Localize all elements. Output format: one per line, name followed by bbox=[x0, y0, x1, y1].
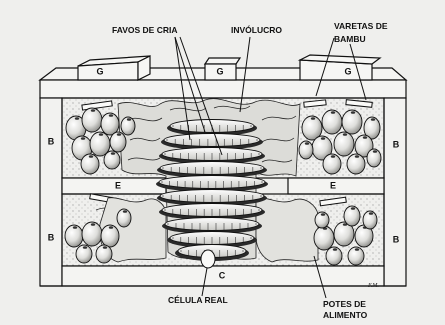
food-pot bbox=[81, 154, 99, 174]
letter-b-lower-right: B bbox=[393, 234, 400, 244]
food-pot bbox=[65, 225, 83, 247]
food-pot bbox=[326, 247, 342, 265]
label-involucre: INVÓLUCRO bbox=[231, 24, 282, 35]
letter-c-bottom: C bbox=[219, 270, 226, 280]
label-royal-cell: CÉLULA REAL bbox=[168, 295, 228, 305]
food-pot bbox=[76, 245, 92, 263]
food-pot bbox=[347, 154, 365, 174]
label-food-pots-2: ALIMENTO bbox=[323, 310, 368, 320]
letter-b-lower-left: B bbox=[48, 232, 55, 242]
letter-e-left: E bbox=[115, 180, 121, 190]
lid bbox=[40, 80, 406, 98]
food-pot bbox=[334, 132, 354, 156]
letter-b-upper-right: B bbox=[393, 139, 400, 149]
food-pot bbox=[322, 110, 342, 134]
food-pot bbox=[82, 108, 102, 132]
food-pot bbox=[314, 226, 334, 250]
label-bamboo-sticks-1: VARETAS DE bbox=[334, 21, 388, 31]
food-pot bbox=[342, 110, 362, 134]
food-pot bbox=[367, 149, 381, 167]
letter-g-left: G bbox=[96, 66, 103, 76]
food-pot bbox=[299, 141, 313, 159]
food-pot bbox=[323, 154, 341, 174]
label-brood-combs: FAVOS DE CRIA bbox=[112, 25, 178, 35]
letter-g-center: G bbox=[216, 66, 223, 76]
food-pot bbox=[96, 245, 112, 263]
food-pot bbox=[121, 117, 135, 135]
right-wall bbox=[384, 98, 406, 286]
food-pot bbox=[117, 209, 131, 227]
food-pot bbox=[315, 212, 329, 228]
top-blocks bbox=[78, 55, 380, 80]
food-pot bbox=[101, 113, 119, 135]
letter-e-right: E bbox=[330, 180, 336, 190]
artist-initials: F.M. bbox=[367, 283, 379, 289]
royal-cell bbox=[201, 250, 215, 268]
left-wall bbox=[40, 98, 62, 286]
food-pot bbox=[110, 132, 126, 152]
food-pot bbox=[101, 225, 119, 247]
letter-b-upper-left: B bbox=[48, 136, 55, 146]
letter-g-right: G bbox=[344, 66, 351, 76]
food-pot bbox=[363, 211, 377, 229]
label-food-pots-1: POTES DE bbox=[323, 299, 366, 309]
food-pot bbox=[104, 151, 120, 169]
food-pot bbox=[82, 222, 102, 246]
food-pot bbox=[348, 247, 364, 265]
food-pot bbox=[344, 206, 360, 226]
label-bamboo-sticks-2: BAMBU bbox=[334, 34, 366, 44]
